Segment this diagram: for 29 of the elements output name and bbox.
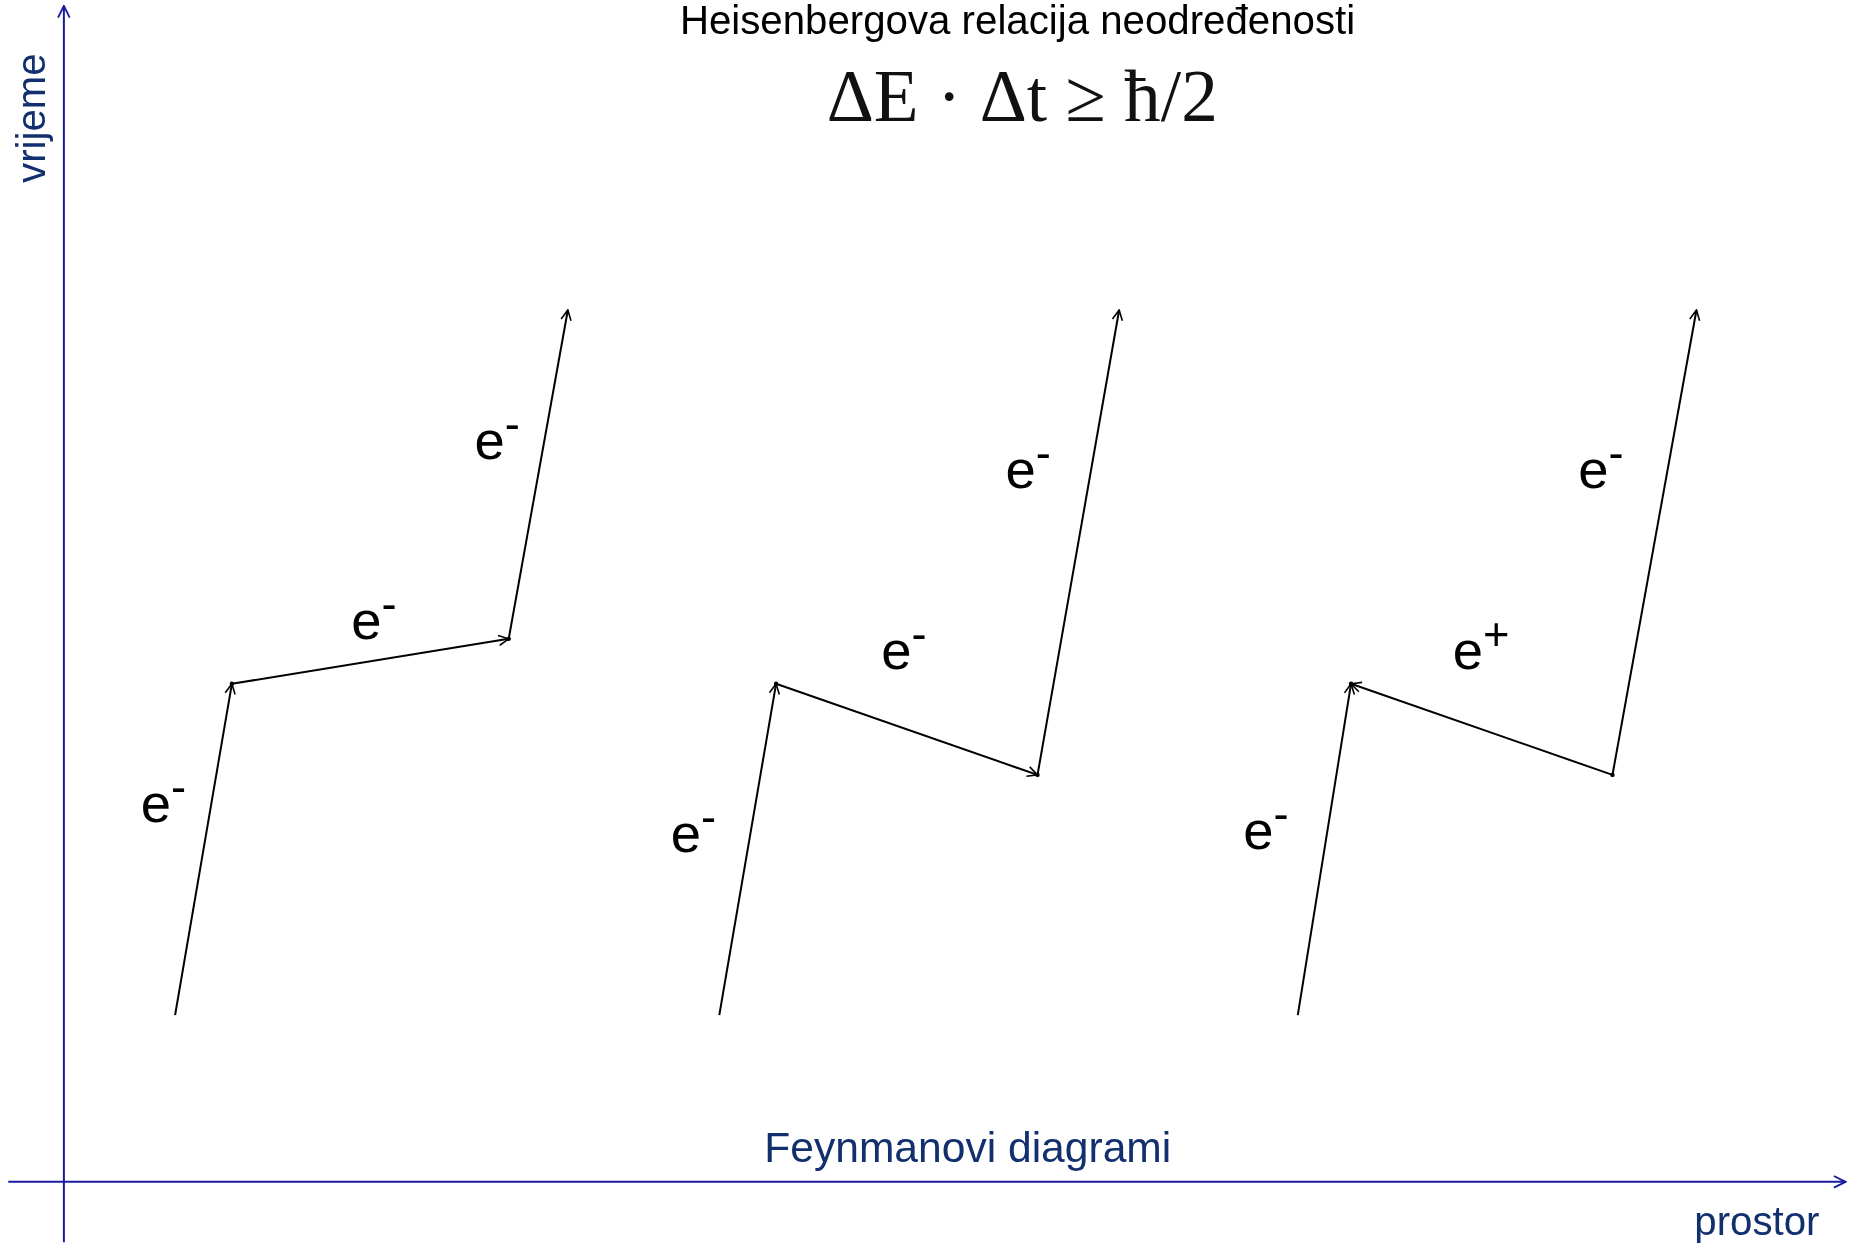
vertex-dot [506, 636, 511, 642]
particle-line [174, 682, 236, 1017]
particle-line [1350, 681, 1614, 776]
vertex-dot [773, 681, 779, 686]
particle-line [775, 682, 1039, 778]
particle-line [507, 308, 572, 640]
particle-label: e$^{-}$ [474, 399, 520, 471]
vertex-dot [1348, 681, 1354, 686]
particle-label: e$^{-}$ [670, 792, 717, 864]
particle-label: e$^{-}$ [1005, 429, 1051, 501]
particle-line [1296, 682, 1356, 1017]
particle-label: e$^{-}$ [1578, 429, 1624, 501]
formula: ΔE · Δt ≥ ħ/2 [826, 56, 1218, 138]
diagram-caption: Feynmanovi diagrami [764, 1124, 1172, 1171]
vertex-dot [1035, 772, 1040, 778]
particle-label: e$^{-}$ [351, 579, 397, 651]
title: Heisenbergova relacija neodređenosti [679, 0, 1356, 44]
particle-line [1611, 308, 1701, 776]
axis-label: prostor [1694, 1200, 1820, 1245]
vertex-dot [229, 681, 235, 686]
particle-label: e$^{-}$ [1243, 790, 1289, 862]
particle-label: e$^{-}$ [140, 763, 187, 835]
particle-line [1036, 308, 1124, 776]
particle-line [718, 682, 781, 1017]
particle-label: e$^{+}$ [1452, 610, 1510, 682]
particle-line [230, 634, 510, 685]
particle-label: e$^{-}$ [881, 610, 927, 682]
axis-label: vrijeme [9, 53, 54, 184]
vertex-dot [1610, 772, 1615, 778]
